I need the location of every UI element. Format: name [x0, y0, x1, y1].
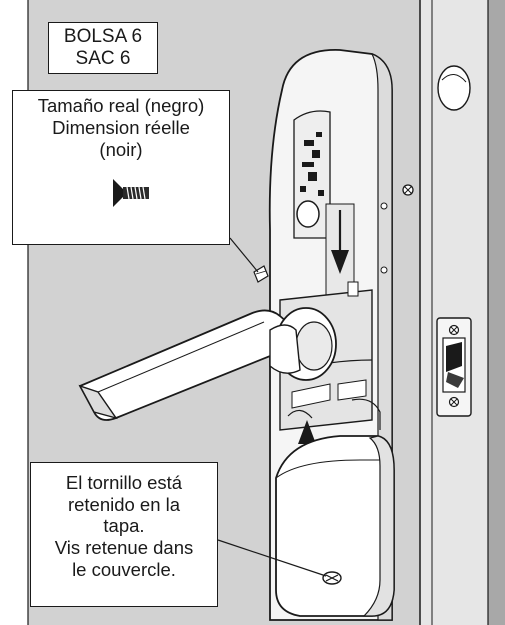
jamb-hole: [437, 65, 471, 111]
screw-leader-line: [229, 237, 259, 273]
actual-size-color: (noir): [99, 138, 143, 160]
countersunk-screw-icon: [113, 179, 149, 207]
screw-head-icon: [322, 571, 342, 585]
note-line-3: tapa.: [103, 515, 145, 537]
note-line-2: retenido en la: [67, 493, 181, 515]
retained-screw-note: El tornillo está retenido en la tapa. Vi…: [30, 462, 218, 607]
bag-label-spanish: BOLSA 6: [63, 26, 143, 47]
mount-screw: [402, 184, 414, 196]
note-line-1: El tornillo está: [65, 472, 183, 493]
loose-screw: [253, 265, 269, 283]
actual-size-callout: Tamaño real (negro) Dimension réelle (no…: [12, 90, 230, 245]
keypad-marks: [300, 132, 324, 196]
frame-shadow: [488, 0, 505, 625]
actual-size-french: Dimension réelle: [52, 116, 190, 138]
battery-cover: [275, 435, 395, 617]
actual-size-spanish: Tamaño real (negro): [37, 95, 205, 116]
lever-handle-icon: [78, 307, 337, 421]
bag-label-french: SAC 6: [75, 47, 131, 69]
strike-plate-icon: [436, 317, 472, 417]
note-line-5: le couvercle.: [72, 558, 176, 580]
bag-label: BOLSA 6 SAC 6: [48, 22, 158, 74]
down-arrow-icon: [331, 210, 349, 274]
note-leader-line: [217, 539, 327, 577]
note-line-4: Vis retenue dans: [54, 536, 194, 558]
